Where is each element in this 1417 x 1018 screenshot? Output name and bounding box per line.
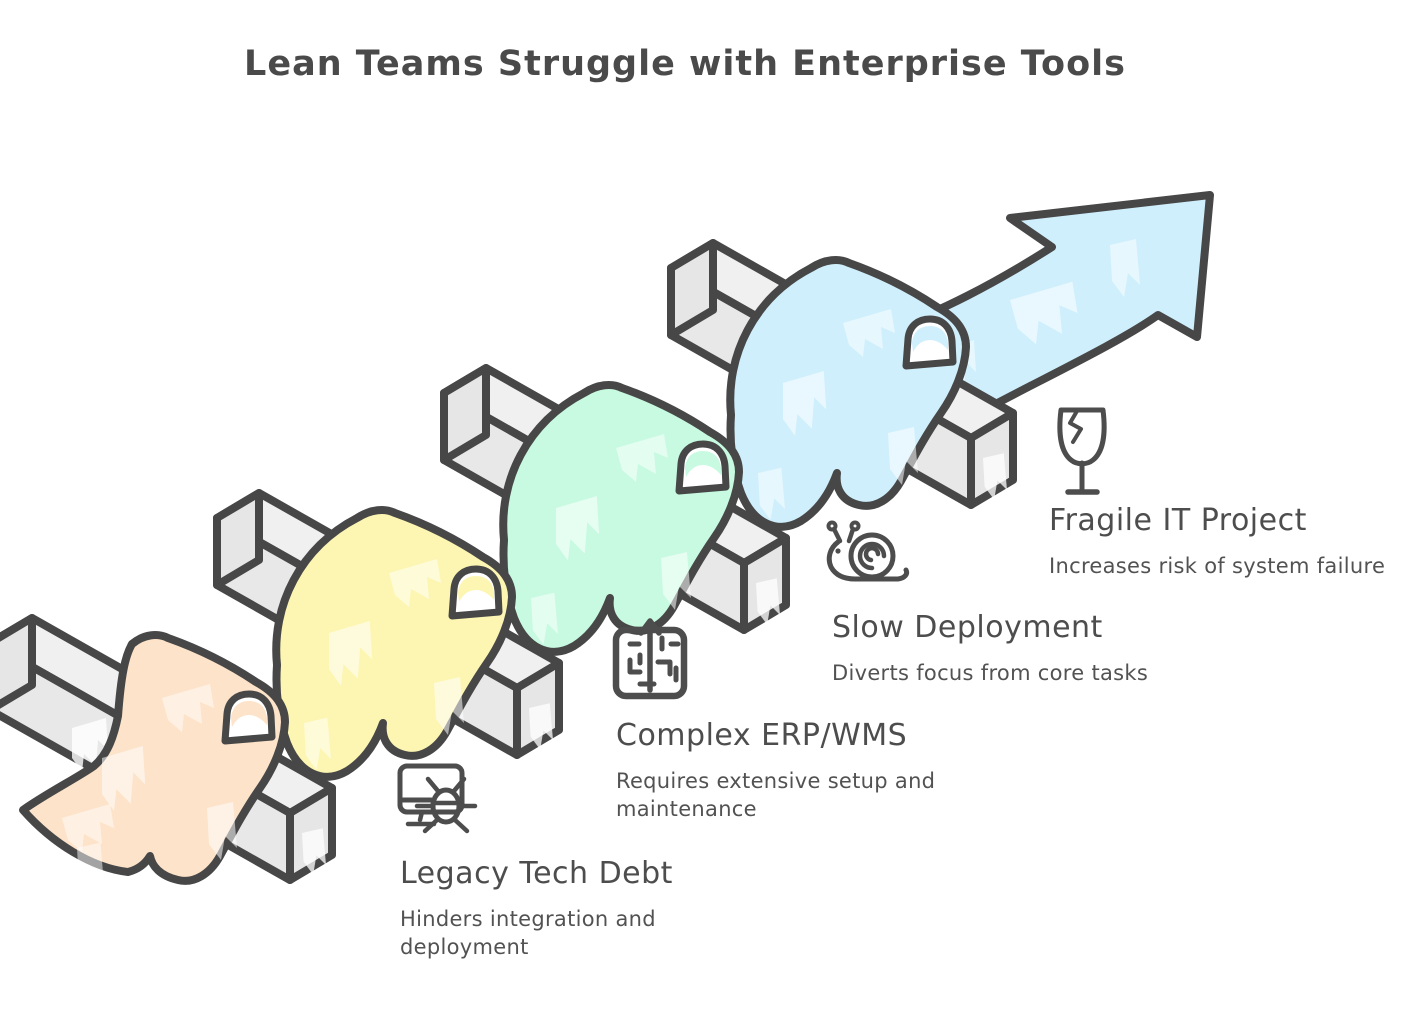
page-title: Lean Teams Struggle with Enterprise Tool… [244,44,1126,84]
stage-label: Slow Deployment [832,610,1103,645]
ribbon-arch [906,319,953,366]
stage-block-slow-deployment: Slow Deployment Diverts focus from core … [832,610,1172,687]
ribbon-arch [452,569,499,616]
stage-label: Complex ERP/WMS [616,718,908,753]
hurdle-unit-1 [0,618,332,895]
maze-icon [612,618,688,700]
stage-block-fragile-it-project: Fragile IT Project Increases risk of sys… [1049,503,1409,580]
stage-desc-line: Hinders integration and [400,907,656,931]
stage-label: Legacy Tech Debt [400,856,673,891]
broken-wine-glass-icon [1057,407,1107,495]
stage-desc-line: Diverts focus from core tasks [832,661,1149,685]
hurdle-unit-2 [217,493,559,781]
stage-desc-line: Increases risk of system failure [1049,554,1386,578]
computer-bug-icon [397,763,478,834]
stage-block-complex-erp-wms: Complex ERP/WMS Requires extensive setup… [616,718,956,823]
stage-desc-line: deployment [400,935,529,959]
ribbon-arch [679,444,726,491]
hurdle-unit-4 [671,191,1214,531]
stage-block-legacy-tech-debt: Legacy Tech Debt Hinders integration and… [400,856,700,961]
stage-desc-line: maintenance [616,797,757,821]
stage-label: Fragile IT Project [1049,503,1307,538]
ribbon-arch [225,694,272,741]
hurdle-unit-3 [444,368,786,656]
snail-icon [826,520,910,582]
stage-desc-line: Requires extensive setup and [616,769,936,793]
